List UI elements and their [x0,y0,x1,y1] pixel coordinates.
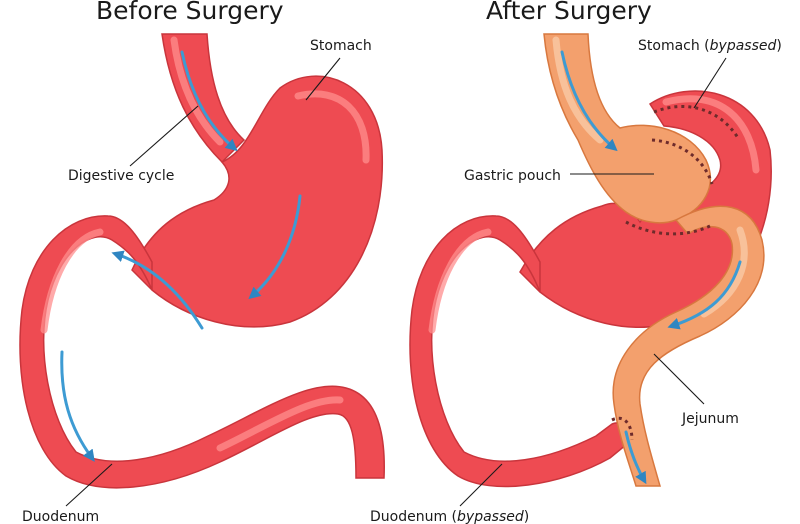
staple-line-pouch [651,138,714,185]
staple-line-anastomosis [611,416,634,441]
leader-duodenum-bypassed [459,463,503,507]
after-surgery-panel: After Surgery Stomach (bypassed) Gastric… [370,0,782,524]
staple-line-upper [653,104,740,139]
label-jejunum: Jejunum [681,411,739,427]
after-heading: After Surgery [486,0,652,25]
label-digestive-cycle: Digestive cycle [68,168,174,184]
leader-stomach [305,57,341,101]
label-gastric-pouch: Gastric pouch [464,168,561,184]
leader-digestive-cycle [129,105,199,167]
before-heading: Before Surgery [96,0,284,25]
leader-duodenum [65,463,113,507]
flow-arrow [560,50,618,152]
before-surgery-panel: Before Surgery Stomach Digestive cycle D… [19,0,385,524]
jejunum [612,205,765,487]
leader-stomach-bypassed [693,57,727,109]
label-duodenum-bypassed: Duodenum (bypassed) [370,509,529,524]
label-stomach: Stomach [310,38,372,54]
stomach-before [131,75,384,328]
flow-arrow [180,50,238,152]
flow-arrow [60,350,95,462]
flow-arrow [111,250,204,330]
label-stomach-bypassed: Stomach (bypassed) [638,38,782,54]
flow-arrow [248,194,302,300]
flow-arrow [624,430,647,485]
staple-line-lower [625,220,711,236]
label-duodenum: Duodenum [22,509,99,524]
leader-jejunum [653,353,705,405]
flow-arrow [667,260,742,330]
